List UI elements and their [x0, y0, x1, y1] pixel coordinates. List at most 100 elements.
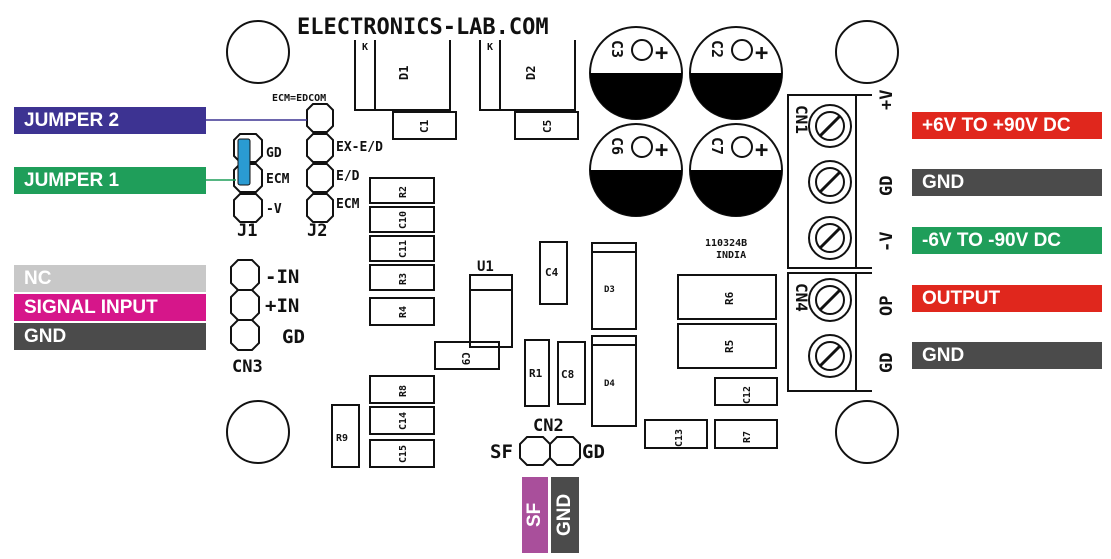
svg-text:K: K [362, 42, 368, 53]
cn3-pin-minus-in: -IN [265, 266, 299, 288]
svg-text:D2: D2 [524, 66, 538, 80]
cn1-pin-minus-v: -V [877, 232, 897, 252]
cn3-pin-plus-in: +IN [265, 295, 299, 317]
svg-text:R5: R5 [723, 340, 736, 353]
svg-text:R3: R3 [398, 273, 409, 285]
svg-text:C11: C11 [398, 240, 409, 258]
svg-text:R1: R1 [529, 367, 543, 380]
callout-signal-input: SIGNAL INPUT [14, 294, 206, 321]
callout-negative-supply: -6V TO -90V DC [912, 227, 1102, 254]
capacitor-c12: C12 [714, 377, 778, 406]
resistor-r7: R7 [714, 419, 778, 449]
diode-d4: D4 [591, 335, 637, 427]
cn1-pin-plus-v: +V [877, 90, 897, 110]
svg-text:R9: R9 [336, 433, 348, 444]
resistor-r1: R1 [524, 339, 550, 407]
callout-positive-supply: +6V TO +90V DC [912, 112, 1102, 139]
ecm-note: ECM=EDCOM [272, 93, 326, 104]
screw-terminal-3 [808, 216, 852, 260]
jumper-shunt[interactable] [237, 138, 251, 186]
svg-text:R2: R2 [398, 186, 409, 198]
svg-text:C12: C12 [742, 386, 753, 404]
svg-text:C7: C7 [708, 137, 726, 155]
cn1-label: CN1 [792, 105, 811, 134]
terminal-block-cn4: CN4 OP GD [787, 272, 897, 392]
date-code: 110324B [705, 238, 747, 249]
svg-text:C15: C15 [398, 445, 409, 463]
cn4-label: CN4 [792, 283, 811, 312]
svg-text:+: + [755, 41, 768, 66]
svg-text:R6: R6 [723, 291, 736, 305]
mounting-hole-top-right [835, 20, 899, 84]
cn4-pin-op: OP [877, 296, 897, 316]
capacitor-c14: C14 [369, 406, 435, 435]
callout-gnd-bottom: GND [551, 477, 579, 553]
cn3-label: CN3 [232, 357, 263, 377]
j1-pin-ecm: ECM [266, 172, 290, 187]
j2-pin-ex-ed: EX-E/D [336, 140, 383, 155]
connector-cn3: -IN +IN GD CN3 [230, 259, 305, 377]
j2-pin-ecm: ECM [336, 197, 360, 212]
svg-text:+: + [655, 138, 668, 163]
j1-pin-v: -V [266, 202, 282, 217]
cn2-label: CN2 [533, 416, 564, 436]
terminal-block-cn1: CN1 +V GD -V [787, 90, 897, 269]
screw-terminal-5 [808, 334, 852, 378]
origin-text: INDIA [716, 250, 746, 261]
svg-text:D4: D4 [604, 379, 615, 389]
mounting-hole-top-left [226, 20, 290, 84]
capacitor-c11: C11 [369, 235, 435, 262]
svg-text:C8: C8 [561, 368, 574, 381]
screw-terminal-1 [808, 104, 852, 148]
j2-label: J2 [307, 221, 327, 241]
svg-text:C10: C10 [398, 211, 409, 229]
resistor-r9: R9 [331, 404, 360, 468]
svg-text:R8: R8 [398, 385, 409, 397]
callout-sf: SF [522, 477, 548, 553]
j1-pin-gd: GD [266, 146, 282, 161]
brand-text: ELECTRONICS-LAB.COM [297, 15, 549, 40]
resistor-r8: R8 [369, 375, 435, 404]
jumper-j2: EX-E/D E/D ECM J2 [306, 103, 383, 241]
svg-text:+: + [755, 138, 768, 163]
diode-d3: D3 [591, 242, 637, 330]
callout-nc: NC [14, 265, 206, 292]
jumper-j1: GD ECM -V J1 [233, 133, 290, 241]
capacitor-c13: C13 [644, 419, 708, 449]
capacitor-c4: C4 [539, 241, 568, 305]
diode-d1: K D1 [354, 40, 451, 111]
capacitor-c9: C9 [434, 341, 500, 370]
svg-text:K: K [487, 42, 493, 53]
svg-text:D1: D1 [397, 66, 411, 80]
screw-terminal-2 [808, 160, 852, 204]
svg-text:C4: C4 [545, 266, 559, 279]
resistor-r6: R6 [677, 274, 777, 320]
ic-u1: U1 [469, 259, 513, 348]
callout-gnd-output: GND [912, 342, 1102, 369]
svg-text:C1: C1 [418, 119, 431, 133]
svg-text:R4: R4 [398, 306, 409, 318]
mounting-hole-bottom-right [835, 400, 899, 464]
cn4-pin-gd: GD [877, 353, 897, 373]
svg-text:C3: C3 [608, 40, 626, 58]
j1-label: J1 [237, 221, 257, 241]
svg-text:C6: C6 [608, 137, 626, 155]
capacitor-c8: C8 [557, 341, 586, 405]
diode-d2: K D2 [479, 40, 576, 111]
connector-cn2: CN2 SF GD [490, 416, 605, 466]
svg-text:D3: D3 [604, 285, 615, 295]
callout-jumper-1: JUMPER 1 [14, 167, 206, 194]
svg-text:C13: C13 [674, 429, 685, 447]
svg-text:C5: C5 [541, 120, 554, 133]
svg-text:C9: C9 [459, 352, 472, 365]
resistor-r5: R5 [677, 323, 777, 369]
capacitor-c1: C1 [392, 111, 457, 140]
mounting-hole-bottom-left [226, 400, 290, 464]
cn3-pin-gd: GD [282, 326, 305, 348]
callout-gnd-supply: GND [912, 169, 1102, 196]
svg-text:C2: C2 [708, 40, 726, 58]
resistor-r4: R4 [369, 297, 435, 326]
capacitor-c6: + C6 [589, 123, 683, 217]
svg-text:U1: U1 [477, 259, 494, 275]
